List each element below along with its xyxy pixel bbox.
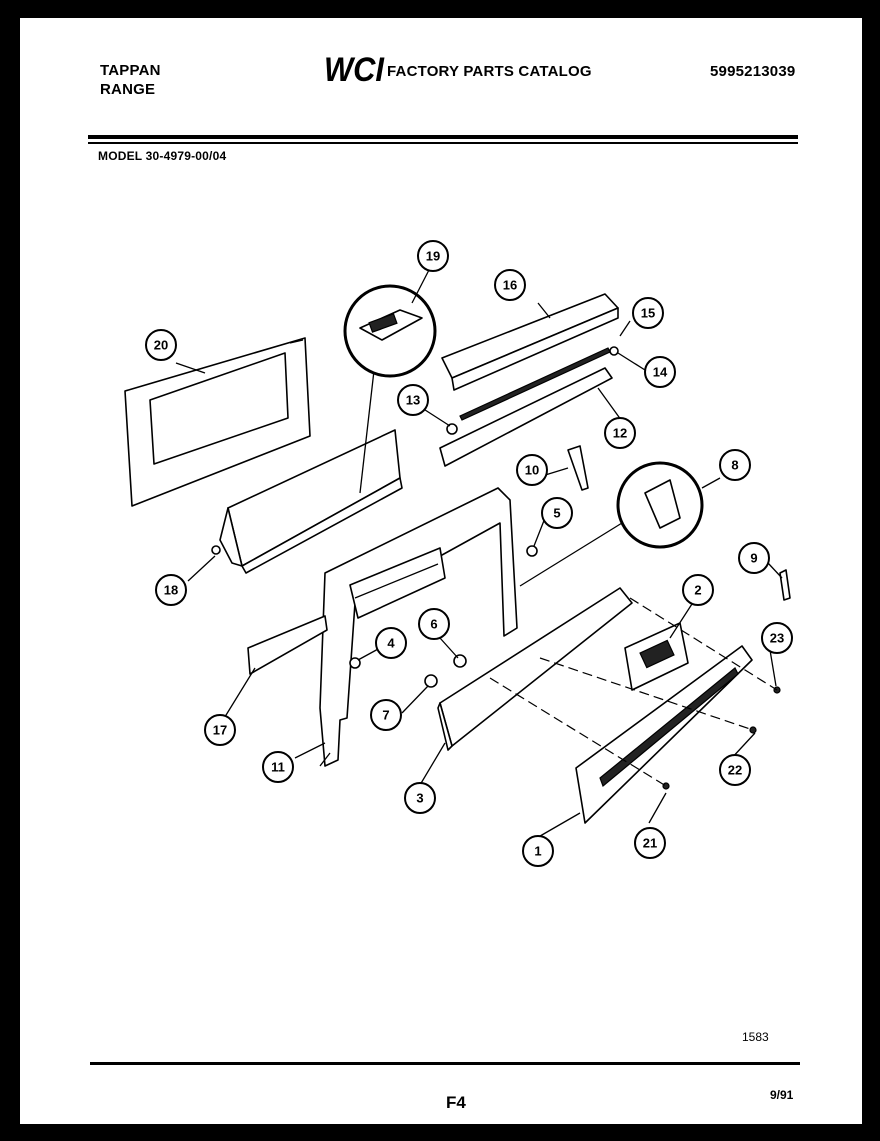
part-1-panel-trim [575,645,753,824]
callout-11: 11 [262,751,294,783]
svg-text:17: 17 [213,723,227,738]
part-20-rear-panel [124,337,311,507]
svg-text:12: 12 [613,426,627,441]
svg-text:23: 23 [770,631,784,646]
svg-text:6: 6 [430,617,437,632]
svg-text:13: 13 [406,393,420,408]
logo-text: WCI [324,51,385,87]
svg-text:14: 14 [653,365,668,380]
callout-18: 18 [155,574,187,606]
svg-text:18: 18 [164,583,178,598]
brand-line1: TAPPAN [100,62,161,79]
callout-5: 5 [541,497,573,529]
svg-text:11: 11 [271,760,285,775]
scan-edge [0,0,20,1141]
svg-text:10: 10 [525,463,539,478]
part-17-trim-strip [247,615,328,675]
part-3-control-panel [437,587,633,751]
callout-6: 6 [418,608,450,640]
part-16-top-trim [441,293,619,391]
part-2-electronic-control [624,622,689,691]
callout-20: 20 [145,329,177,361]
callout-1: 1 [522,835,554,867]
catalog-part-number: 5995213039 [710,63,796,80]
callout-8: 8 [719,449,751,481]
svg-text:8: 8 [731,458,738,473]
callout-7: 7 [370,699,402,731]
header-rule-thick [88,135,798,139]
drawing-number: 1583 [742,1030,769,1044]
svg-text:5: 5 [553,506,560,521]
detail-circle-19 [343,267,437,378]
svg-text:16: 16 [503,278,517,293]
svg-text:3: 3 [416,791,423,806]
part-18-trim-channel [219,317,403,574]
exploded-parts-diagram: 1 2 3 4 5 6 7 8 9 10 11 12 13 14 15 16 1… [124,240,793,867]
svg-text:4: 4 [387,636,395,651]
small-parts [211,346,791,790]
catalog-date: 9/91 [770,1088,794,1102]
catalog-title: FACTORY PARTS CATALOG [387,63,592,80]
svg-text:2: 2 [694,583,701,598]
callout-16: 16 [494,269,526,301]
callout-21: 21 [634,827,666,859]
svg-text:15: 15 [641,306,655,321]
callout-22: 22 [719,754,751,786]
footer-rule [90,1062,800,1065]
assembly-dash-lines [489,597,778,787]
page-id: F4 [446,1093,466,1112]
detail-circle-8 [519,461,721,587]
callout-17: 17 [204,714,236,746]
brand-line2: RANGE [100,81,156,98]
callout-14: 14 [644,356,676,388]
wci-logo: WCI [324,51,385,87]
callout-2: 2 [682,574,714,606]
callout-19: 19 [417,240,449,272]
header-rule-thin [88,142,798,144]
svg-text:19: 19 [426,249,440,264]
svg-text:1: 1 [534,844,541,859]
svg-text:21: 21 [643,836,657,851]
svg-text:7: 7 [382,708,389,723]
svg-text:9: 9 [750,551,757,566]
callout-13: 13 [397,384,429,416]
svg-text:20: 20 [154,338,168,353]
callout-12: 12 [604,417,636,449]
callout-15: 15 [632,297,664,329]
callout-3: 3 [404,782,436,814]
part-12-rail [439,347,613,467]
callout-4: 4 [375,627,407,659]
catalog-sheet: TAPPAN RANGE WCI FACTORY PARTS CATALOG 5… [20,18,862,1124]
model-number: MODEL 30-4979-00/04 [98,149,227,163]
callout-9: 9 [738,542,770,574]
callout-10: 10 [516,454,548,486]
callout-23: 23 [761,622,793,654]
part-11-control-frame [319,487,518,767]
svg-text:22: 22 [728,763,742,778]
